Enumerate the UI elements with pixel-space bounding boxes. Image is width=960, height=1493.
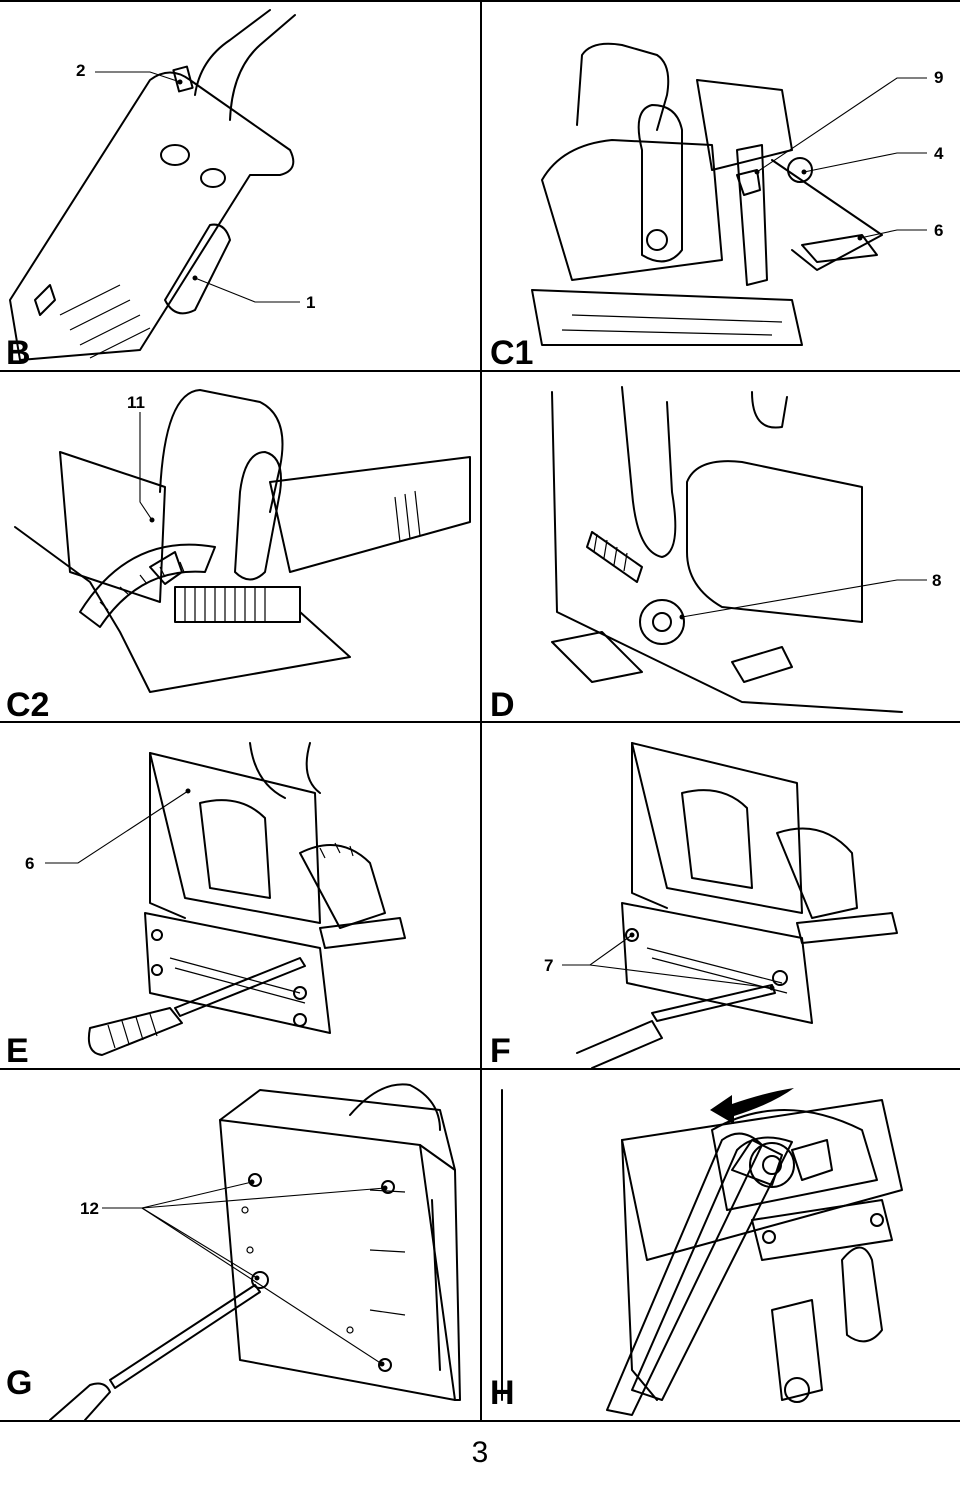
- page-number: 3: [471, 1436, 489, 1469]
- depth-knob-illustration: [551, 386, 927, 713]
- callout-12: 12: [80, 1199, 99, 1218]
- panel-h: H: [482, 1070, 960, 1420]
- grid-vertical-divider: [480, 0, 482, 1422]
- blade-change-wrench-illustration: [501, 1089, 903, 1416]
- grid-row-divider-1: [0, 370, 960, 372]
- angle-scale-illustration: [14, 389, 471, 693]
- rotation-arrow-icon: [710, 1088, 794, 1124]
- panel-label-d: D: [490, 686, 515, 724]
- panel-label-g: G: [6, 1364, 33, 1402]
- panel-c1: 9 4 6 C1: [482, 0, 960, 370]
- panel-d: 8 D: [482, 372, 960, 724]
- callout-4: 4: [934, 144, 944, 163]
- fence-screws-illustration: [562, 742, 898, 1068]
- base-plate-screws-illustration: [49, 1083, 461, 1420]
- panel-label-h: H: [490, 1374, 515, 1412]
- panel-g: 12 G: [0, 1070, 480, 1420]
- panel-f: 7 F: [482, 723, 960, 1068]
- fence-angle-adjust-illustration: [531, 42, 927, 346]
- panel-label-e: E: [6, 1032, 29, 1070]
- panel-label-b: B: [6, 334, 31, 372]
- panel-label-c1: C1: [490, 334, 534, 372]
- biscuit-joiner-handle-illustration: [9, 9, 300, 361]
- panel-label-f: F: [490, 1032, 511, 1070]
- panel-label-c2: C2: [6, 686, 50, 724]
- callout-6: 6: [25, 854, 35, 873]
- callout-8: 8: [932, 571, 942, 590]
- callout-1: 1: [306, 293, 316, 312]
- callout-11: 11: [127, 393, 145, 412]
- panel-c2: 11 C2: [0, 372, 480, 724]
- callout-6: 6: [934, 221, 944, 240]
- panel-e: 6 E: [0, 723, 480, 1068]
- callout-2: 2: [76, 61, 86, 80]
- grid-row-divider-3: [0, 1068, 960, 1070]
- grid-bottom-border: [0, 1420, 960, 1422]
- fence-removal-screwdriver-illustration: [45, 742, 406, 1056]
- callout-9: 9: [934, 68, 944, 87]
- panel-b: 2 1 B: [0, 0, 480, 370]
- callout-7: 7: [544, 956, 554, 975]
- grid-row-divider-2: [0, 721, 960, 723]
